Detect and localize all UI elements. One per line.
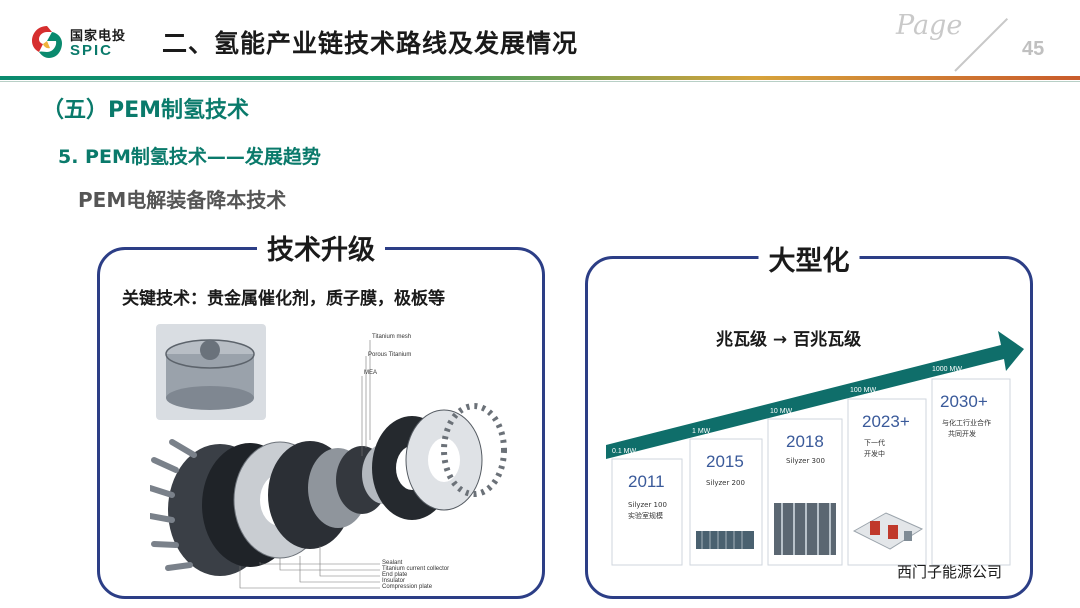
scale-timeline-diagram: 0.1 MW 1 MW 10 MW 100 MW 1000 MW 2011 20… — [606, 331, 1024, 566]
label-porous-titanium: Porous Titanium — [368, 352, 411, 358]
key-tech-text: 关键技术：贵金属催化剂，质子膜，极板等 — [122, 289, 445, 309]
scale-up-panel: 大型化 兆瓦级 → 百兆瓦级 0.1 MW 1 MW 10 MW 100 MW … — [585, 239, 1033, 599]
step-4-mw: 100 MW — [850, 387, 876, 394]
page-number: 45 — [1022, 38, 1045, 60]
spic-logo: 国家电投 SPIC — [30, 22, 130, 64]
topic-heading: PEM电解装备降本技术 — [78, 188, 287, 212]
page-divider-slash — [954, 17, 1009, 72]
step-3-mw: 10 MW — [770, 408, 793, 415]
label-mea: MEA — [364, 370, 377, 376]
scale-up-title: 大型化 — [758, 239, 860, 278]
silyzer-200-image — [696, 531, 754, 549]
logo-chinese-text: 国家电投 — [70, 29, 127, 44]
scale-arrow-band — [606, 331, 1024, 459]
step-2-caption-1: Silyzer 200 — [706, 479, 745, 487]
label-end-plate: End plate — [382, 572, 408, 578]
subsection-heading: 5. PEM制氢技术——发展趋势 — [58, 146, 321, 168]
label-titanium-mesh: Titanium mesh — [372, 334, 411, 340]
page-title: 二、氢能产业链技术路线及发展情况 — [162, 29, 579, 58]
header-gradient-line — [0, 76, 1080, 80]
step-1-caption-1: Silyzer 100 — [628, 501, 667, 509]
label-sealant: Sealant — [382, 560, 403, 566]
spic-logo-icon — [32, 26, 62, 58]
step-2-year: 2015 — [706, 452, 744, 471]
step-1-year: 2011 — [628, 472, 665, 491]
assembled-stack-photo — [156, 324, 266, 420]
label-titanium-current-collector: Titanium current collector — [382, 566, 449, 572]
step-5-year: 2030+ — [940, 392, 988, 411]
step-4-caption-1: 下一代 — [864, 438, 885, 447]
scale-trend-text: 兆瓦级 → 百兆瓦级 — [716, 330, 862, 350]
exploded-plates — [150, 403, 507, 576]
step-1-mw: 0.1 MW — [612, 448, 637, 455]
pem-stack-exploded-illustration: Titanium mesh Porous Titanium MEA Sealan… — [150, 324, 507, 590]
step-1-caption-2: 实验室规模 — [628, 511, 663, 520]
step-4-year: 2023+ — [862, 412, 910, 431]
page-word: Page — [896, 10, 963, 41]
step-3-caption-1: Silyzer 300 — [786, 457, 825, 465]
tech-upgrade-title: 技术升级 — [257, 228, 385, 267]
part-callouts — [239, 340, 380, 589]
step-2-mw: 1 MW — [692, 428, 711, 435]
step-5-caption-2: 共同开发 — [948, 429, 976, 438]
header-thin-line — [0, 81, 1080, 82]
label-compression-plate: Compression plate — [382, 584, 433, 590]
step-5-mw: 1000 MW — [932, 366, 962, 373]
silyzer-300-image — [774, 503, 836, 555]
label-insulator: Insulator — [382, 578, 405, 584]
section-heading: （五）PEM制氢技术 — [42, 98, 250, 123]
step-3-year: 2018 — [786, 432, 824, 451]
step-4-caption-2: 开发中 — [864, 449, 885, 458]
source-credit: 西门子能源公司 — [896, 563, 1002, 581]
tech-upgrade-panel: 技术升级 关键技术：贵金属催化剂，质子膜，极板等 — [97, 228, 545, 599]
step-5-caption-1: 与化工行业合作 — [942, 418, 991, 427]
next-gen-plant-image — [852, 512, 924, 550]
logo-english-text: SPIC — [70, 42, 114, 59]
